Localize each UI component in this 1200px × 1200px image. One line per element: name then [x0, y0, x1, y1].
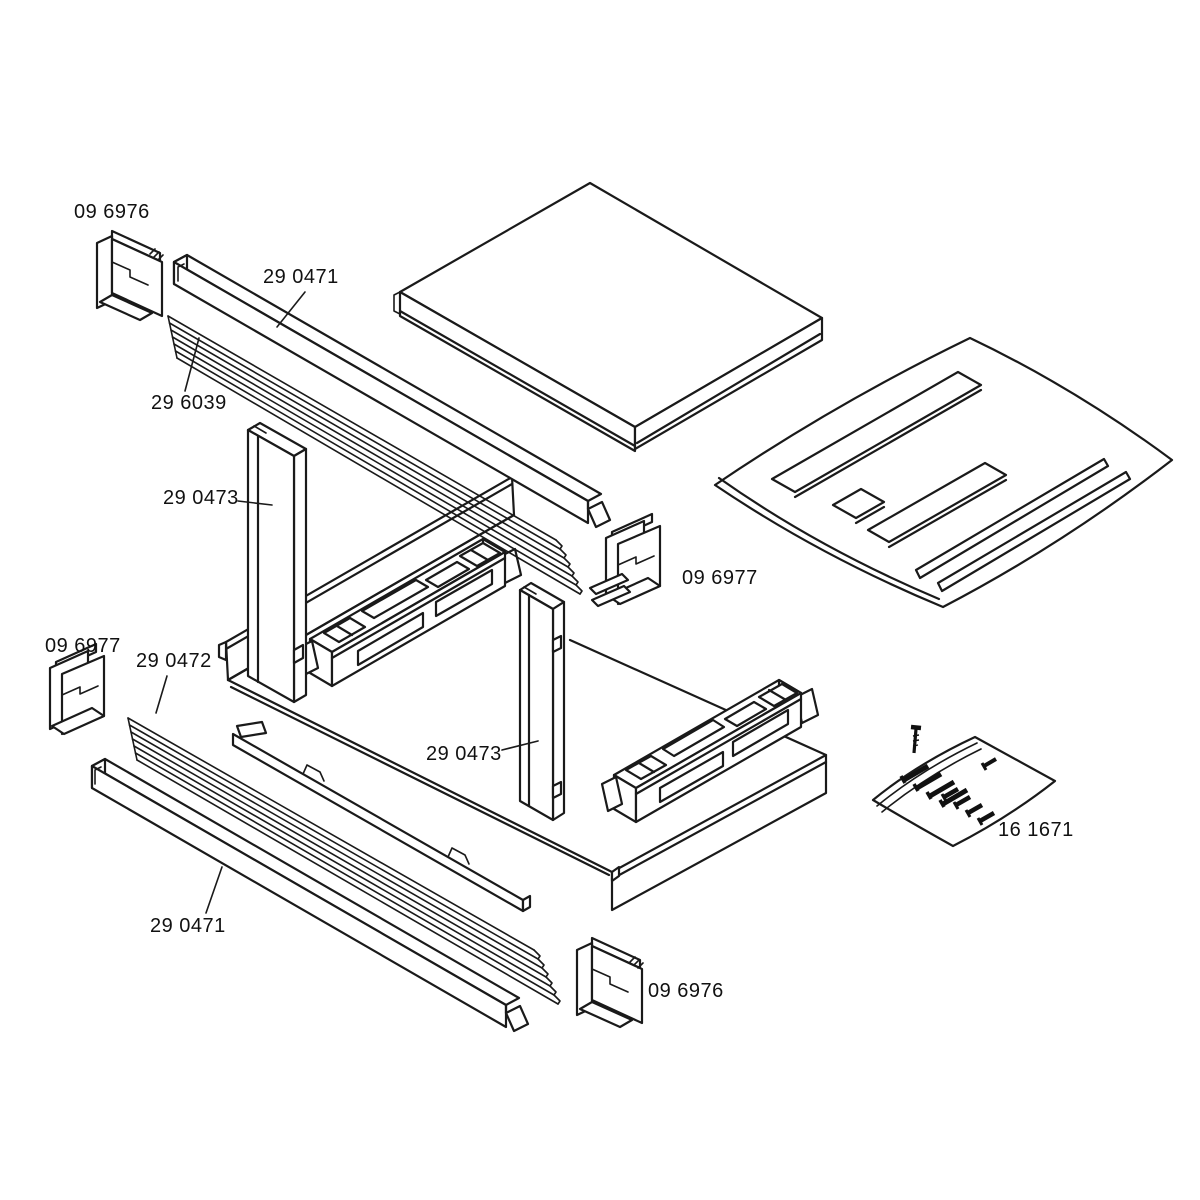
top-cover-panel [393, 181, 824, 453]
part-label-ribbed-strip-top: 29 6039 [151, 392, 227, 414]
ribbed-strip-top [167, 315, 583, 595]
ribbed-strip-bottom [127, 717, 561, 1005]
notched-trim-strip [231, 720, 532, 913]
bracket-rail-right [600, 678, 820, 824]
screw-bag [871, 735, 1057, 848]
bracket-rail-left [296, 537, 523, 688]
part-label-clip-bracket-left: 09 6977 [45, 635, 121, 657]
clip-bracket-middle [588, 512, 662, 608]
part-label-corner-bracket-bottom: 09 6976 [648, 980, 724, 1002]
insulation-mat [713, 336, 1174, 609]
leader-lines [155, 291, 539, 914]
vertical-post-right [518, 581, 566, 822]
part-label-vertical-post-right: 29 0473 [426, 743, 502, 765]
part-label-ribbed-strip-bottom: 29 0472 [136, 650, 212, 672]
part-label-vertical-post-left: 29 0473 [163, 487, 239, 509]
part-label-clip-bracket-middle: 09 6977 [682, 567, 758, 589]
corner-bracket-bottom [575, 936, 644, 1029]
corner-bracket-top-left [95, 229, 164, 322]
clip-bracket-left [48, 642, 106, 736]
part-label-corner-bracket-top-left: 09 6976 [74, 201, 150, 223]
part-label-trim-rail-top: 29 0471 [263, 266, 339, 288]
trim-rail-bottom [90, 757, 530, 1033]
lone-screw [910, 724, 922, 754]
part-label-screw-kit: 16 1671 [998, 819, 1074, 841]
vertical-post-left [246, 421, 308, 704]
part-label-trim-rail-bottom: 29 0471 [150, 915, 226, 937]
